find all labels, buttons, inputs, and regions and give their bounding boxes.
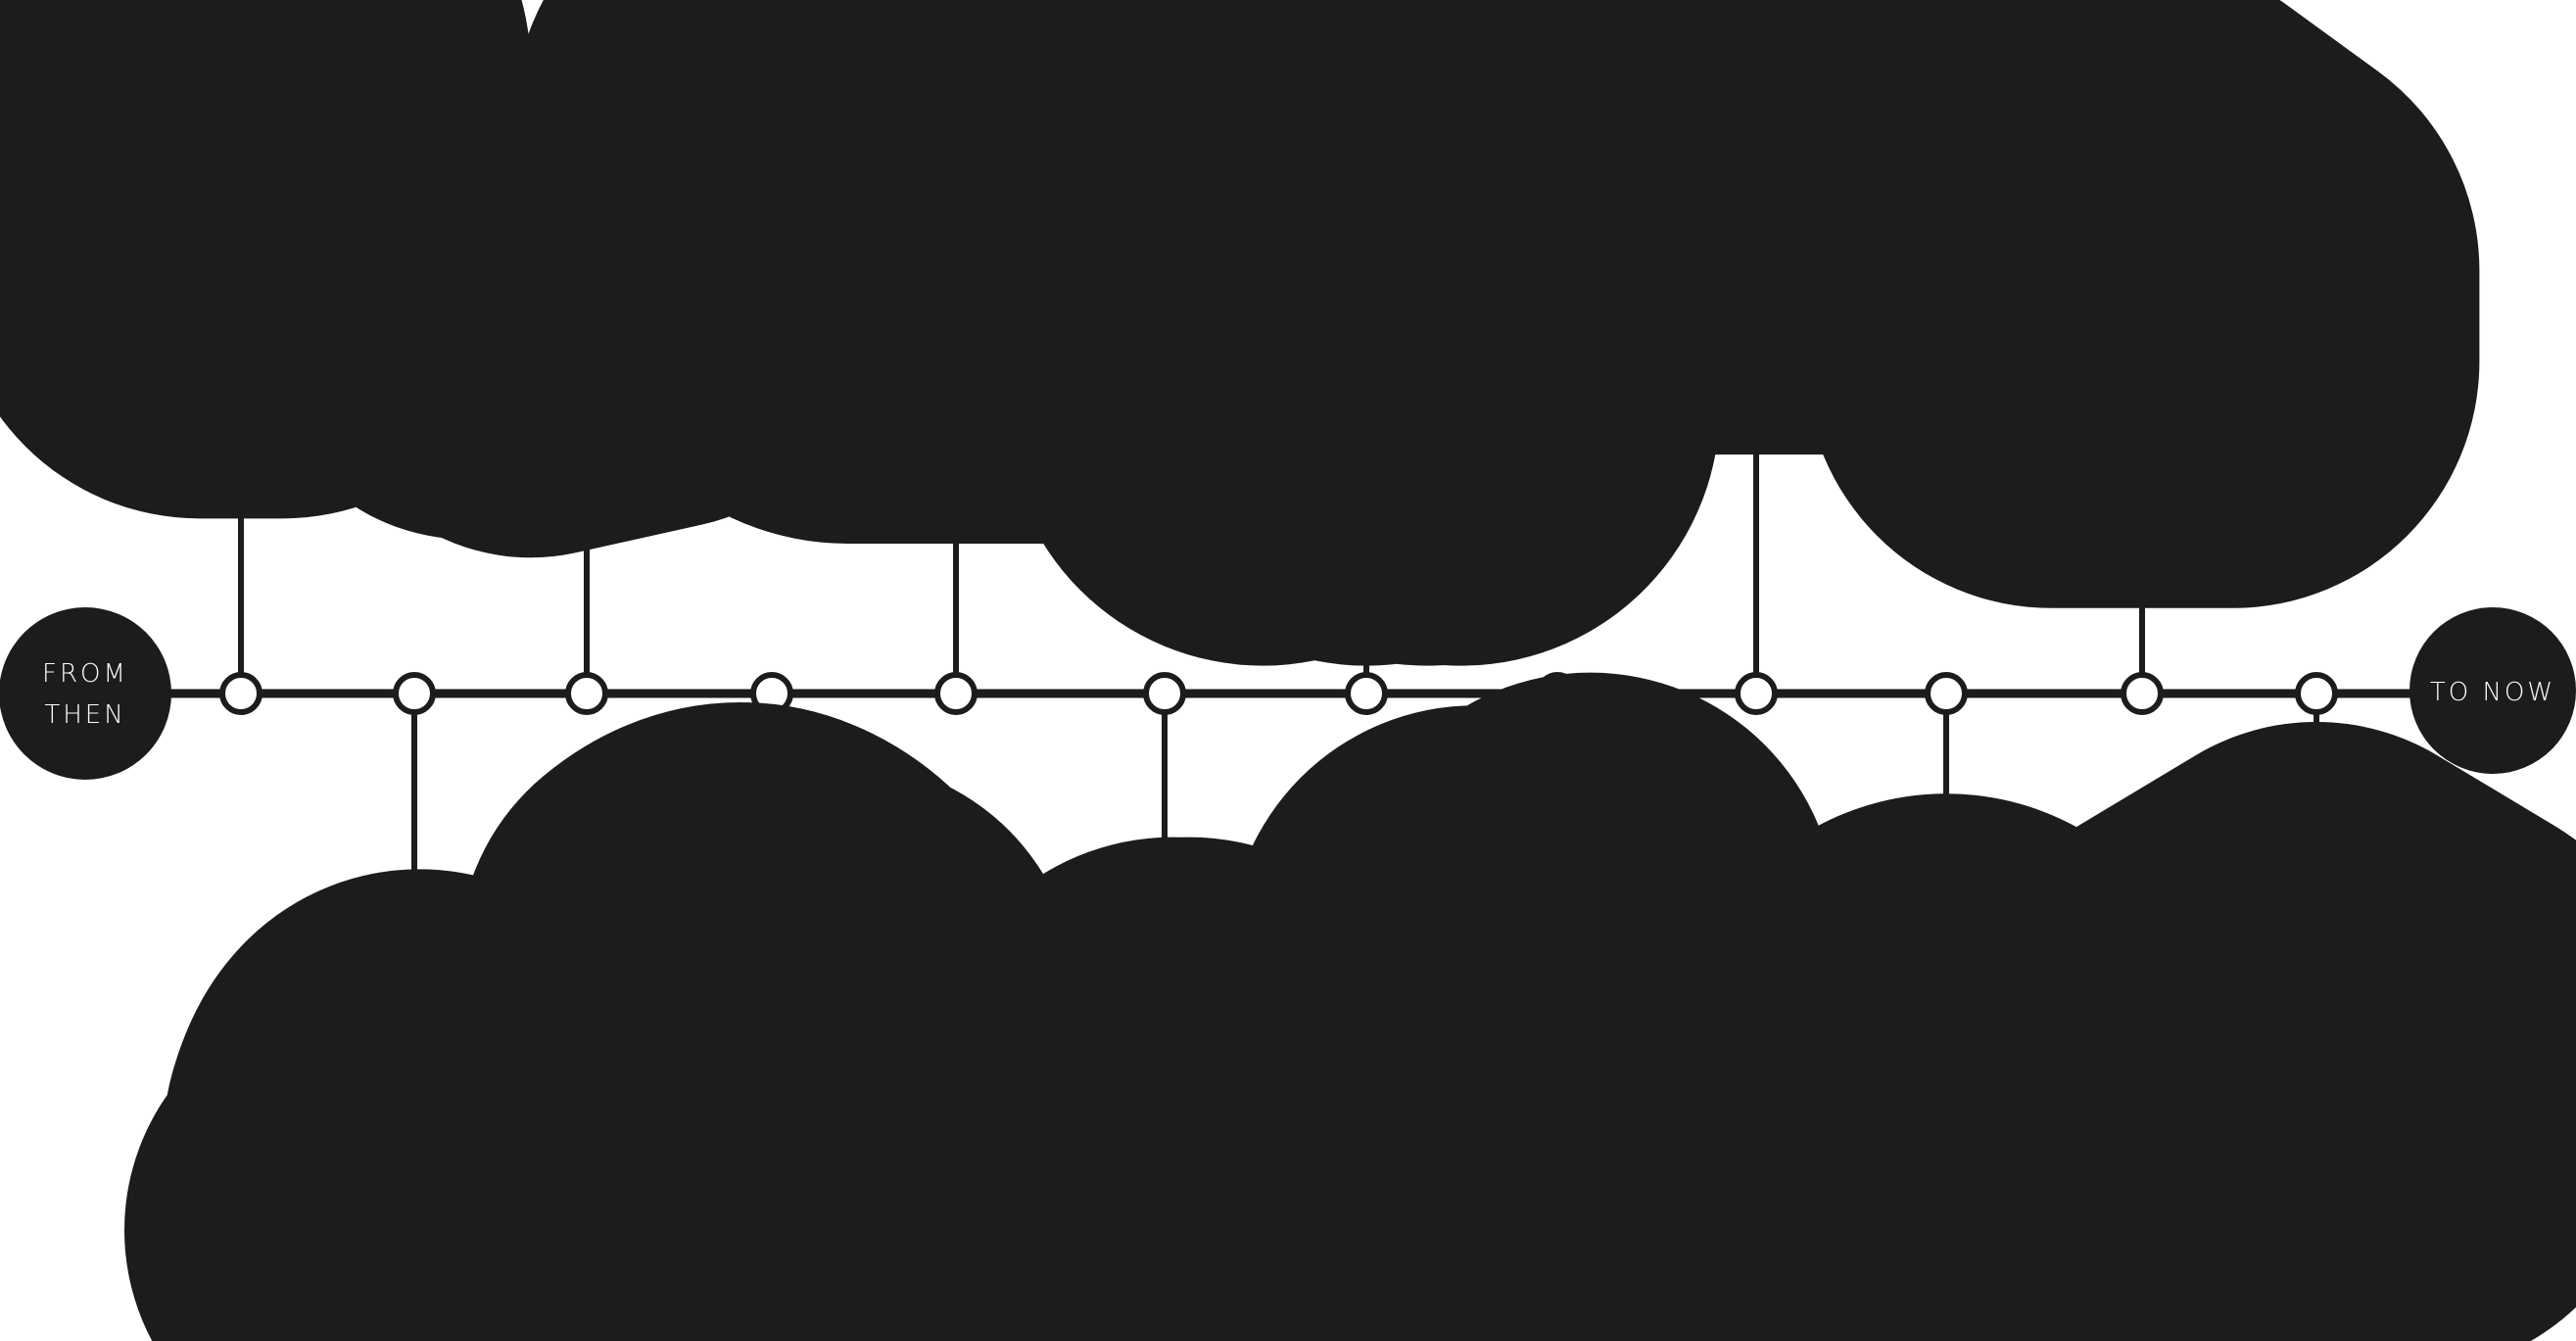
event-present: PRESENT: [1964, 672, 2576, 1341]
timeline-node[interactable]: [1925, 672, 1968, 715]
event-year: 1880s: [1348, 1090, 1455, 1130]
timeline-node[interactable]: [1345, 672, 1388, 715]
timeline-node[interactable]: [2295, 672, 2338, 715]
start-node: FROM THEN: [0, 607, 171, 780]
house-chimney-icon: [827, 837, 1469, 1341]
timeline-node[interactable]: [219, 672, 262, 715]
start-label-line2: THEN: [44, 700, 125, 730]
event-label: HIGH: [251, 1123, 342, 1163]
event-1810: 1810: [827, 672, 1469, 1341]
event-label: AGES: [248, 1205, 344, 1245]
apartment-fan-icon: [1584, 793, 2318, 1341]
fan-wheel-icon: [427, 702, 1117, 1341]
church-icon: [0, 0, 531, 519]
end-label: TO NOW: [2430, 678, 2555, 707]
start-label-line1: FROM: [42, 659, 128, 689]
house-duct-icon: [1804, 0, 2480, 608]
event-year: 1736: [568, 1097, 658, 1137]
event-1736: 1736: [427, 672, 1117, 1341]
event-year: 1960s: [1694, 1287, 1802, 1327]
event-1960s: 1960s: [1584, 672, 2318, 1341]
event-label: MIDDLE: [227, 1164, 364, 1204]
event-year: 1980s: [2263, 288, 2370, 328]
event-year: 1810: [960, 1156, 1050, 1196]
end-node: TO NOW: [2409, 607, 2576, 774]
smart-house-icon: [1964, 722, 2576, 1341]
timeline-node[interactable]: [565, 672, 608, 715]
timeline-node[interactable]: [1735, 672, 1778, 715]
timeline-node[interactable]: [1143, 672, 1186, 715]
timeline-node[interactable]: [2121, 672, 2164, 715]
event-1980s: 1980s: [1804, 0, 2480, 715]
event-label: PRESENT: [2145, 1136, 2307, 1176]
timeline-node[interactable]: [393, 672, 436, 715]
timeline-node[interactable]: [934, 672, 978, 715]
